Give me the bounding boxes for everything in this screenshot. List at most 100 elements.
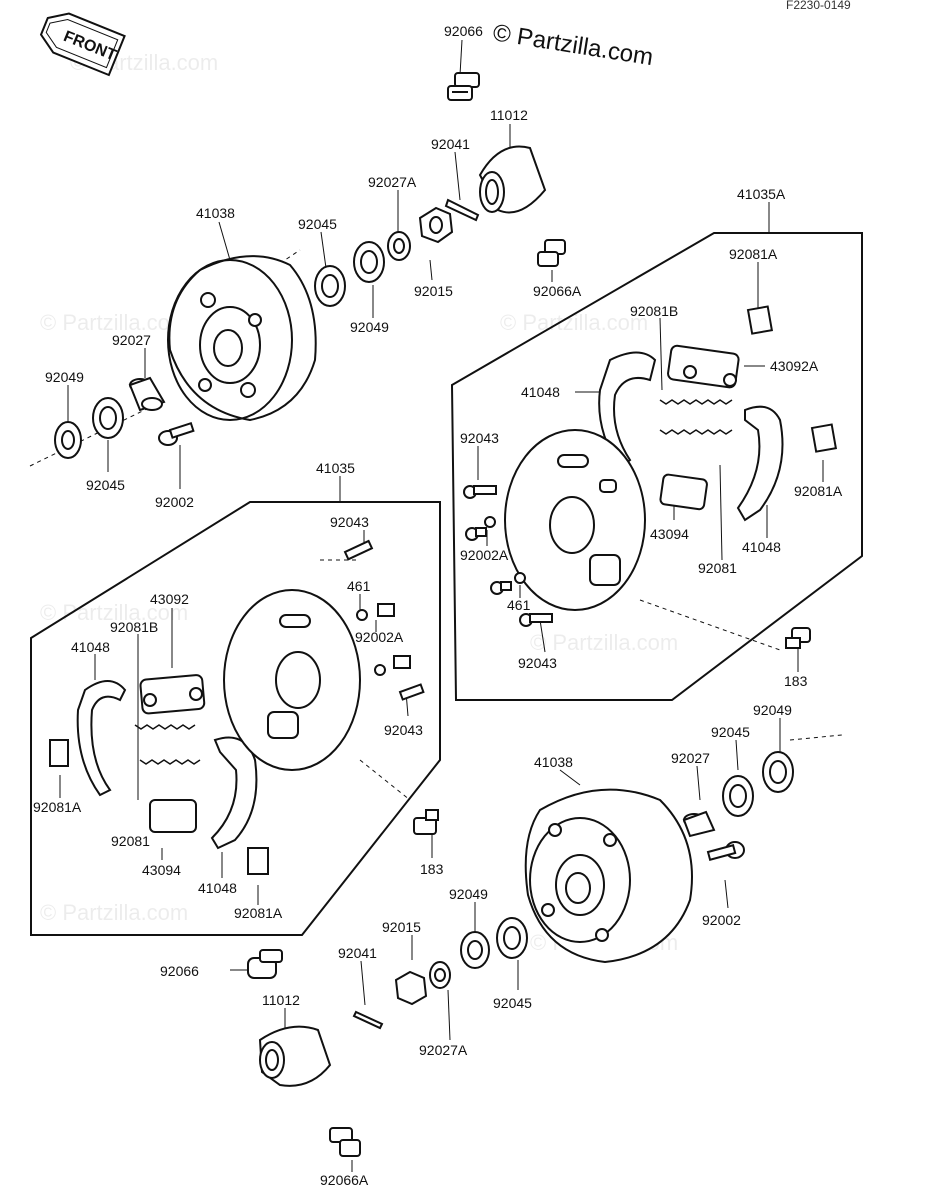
seal-92049-bottom-icon	[460, 931, 490, 969]
part-label: 461	[347, 578, 371, 594]
grease-cap-11012-icon	[478, 145, 547, 214]
bolt-92002-bottom-icon	[706, 841, 745, 861]
wheel-cylinder-43094-left-icon	[149, 799, 197, 833]
brake-drum-41038-icon	[167, 255, 317, 422]
part-label: 41048	[71, 639, 110, 655]
backing-plate-left-icon	[223, 589, 361, 771]
bearing-92045-bottom-icon	[496, 917, 528, 959]
diagram-code: F2230-0149	[786, 0, 851, 12]
part-label: 92081A	[33, 799, 82, 815]
part-label: 183	[784, 673, 808, 689]
part-label: 41038	[196, 205, 235, 221]
part-label: 92043	[518, 655, 557, 671]
seal-92049-icon	[353, 241, 385, 283]
part-label: 92081A	[794, 483, 843, 499]
wheel-cylinder-43092A-icon	[667, 344, 740, 389]
bolt-183-right-icon	[785, 627, 811, 649]
part-label: 43092A	[770, 358, 819, 374]
part-label: 92049	[449, 886, 488, 902]
brand-text: © Partzilla.com	[491, 19, 655, 71]
kit-outline-41035	[30, 501, 441, 936]
cotter-pin-92041-icon	[444, 198, 480, 222]
washer-92027A-icon	[387, 231, 411, 261]
bleeder-92081A-left-icon	[49, 739, 69, 767]
part-label: 92049	[753, 702, 792, 718]
brake-shoe-41048-left-icon	[76, 680, 127, 797]
part-label: 11012	[490, 107, 528, 123]
bolt-92002-icon	[158, 421, 195, 446]
springs-left-icon	[134, 724, 201, 765]
part-label: 92027A	[368, 174, 417, 190]
seal-92049-left-icon	[54, 421, 82, 459]
plug-92066A-icon	[537, 239, 566, 267]
part-label: 92027A	[419, 1042, 468, 1058]
part-label: 92045	[86, 477, 125, 493]
bleeder-92081A-left-lower-icon	[247, 847, 269, 875]
part-label: 43094	[650, 526, 689, 542]
part-label: 92041	[431, 136, 470, 152]
grease-cap-11012-bottom-icon	[258, 1025, 332, 1087]
bolt-183-left-icon	[413, 809, 439, 835]
brake-drum-41038-bottom-icon	[524, 788, 693, 964]
bleeder-92081A-icon	[746, 305, 774, 335]
bearing-92045-icon	[314, 265, 346, 307]
part-label: 92066	[444, 23, 483, 39]
wheel-cylinder-43092-icon	[139, 674, 206, 715]
part-label: 92041	[338, 945, 377, 961]
part-label: 41038	[534, 754, 573, 770]
leader-lines	[59, 39, 824, 1172]
part-label: 92049	[45, 369, 84, 385]
castle-nut-92015-icon	[418, 206, 454, 244]
part-label: 43092	[150, 591, 189, 607]
spacer-92027-bottom-icon	[682, 810, 716, 838]
part-label: 92081	[698, 560, 737, 576]
part-label: 92015	[414, 283, 453, 299]
part-label: 92066A	[320, 1172, 369, 1188]
part-label: 41048	[521, 384, 560, 400]
part-label: 92043	[384, 722, 423, 738]
part-label: 92002A	[355, 629, 404, 645]
part-label: 92045	[711, 724, 750, 740]
part-label: 92045	[493, 995, 532, 1011]
part-label: 92066A	[533, 283, 582, 299]
watermarks: © Partzilla.com © Partzilla.com © Partzi…	[40, 50, 678, 955]
springs-upper-icon	[659, 399, 733, 435]
watermark: © Partzilla.com	[40, 600, 188, 625]
part-label: 92002	[702, 912, 741, 928]
washer-92027A-bottom-icon	[429, 961, 451, 989]
part-label: 461	[507, 597, 531, 613]
backing-plate-right-icon	[504, 429, 646, 611]
part-label: 92002	[155, 494, 194, 510]
part-label: 92043	[460, 430, 499, 446]
part-label: 11012	[262, 992, 300, 1008]
part-label: 92045	[298, 216, 337, 232]
brake-shoe-41048-upper-icon	[598, 351, 657, 470]
part-label: 92027	[671, 750, 710, 766]
part-label: 41048	[742, 539, 781, 555]
wheel-cylinder-43094-right-icon	[659, 473, 708, 511]
bleeder-92081A-lower-icon	[810, 423, 838, 453]
bolts-left-icon	[356, 603, 425, 701]
part-labels: 92066 11012 92041 92027A 41038 92045 920…	[33, 23, 843, 1188]
cotter-pin-92041-bottom-icon	[352, 1010, 384, 1030]
plug-92066-icon	[447, 72, 480, 101]
part-label: 92015	[382, 919, 421, 935]
front-arrow-icon: FRONT	[39, 12, 126, 77]
part-label: 92081B	[630, 303, 678, 319]
plug-92066A-bottom-icon	[329, 1127, 361, 1157]
watermark: © Partzilla.com	[40, 310, 188, 335]
part-label: 43094	[142, 862, 181, 878]
spacer-92027-icon	[128, 376, 166, 412]
part-label: 92002A	[460, 547, 509, 563]
bearing-92045-left-icon	[92, 397, 124, 439]
watermark: © Partzilla.com	[40, 900, 188, 925]
bolts-right-icon	[463, 485, 553, 627]
part-label: 92066	[160, 963, 199, 979]
bolt-92043-left-icon	[343, 539, 374, 561]
watermark: © Partzilla.com	[530, 630, 678, 655]
part-label: 92043	[330, 514, 369, 530]
part-label: 41035	[316, 460, 355, 476]
part-label: 41048	[198, 880, 237, 896]
